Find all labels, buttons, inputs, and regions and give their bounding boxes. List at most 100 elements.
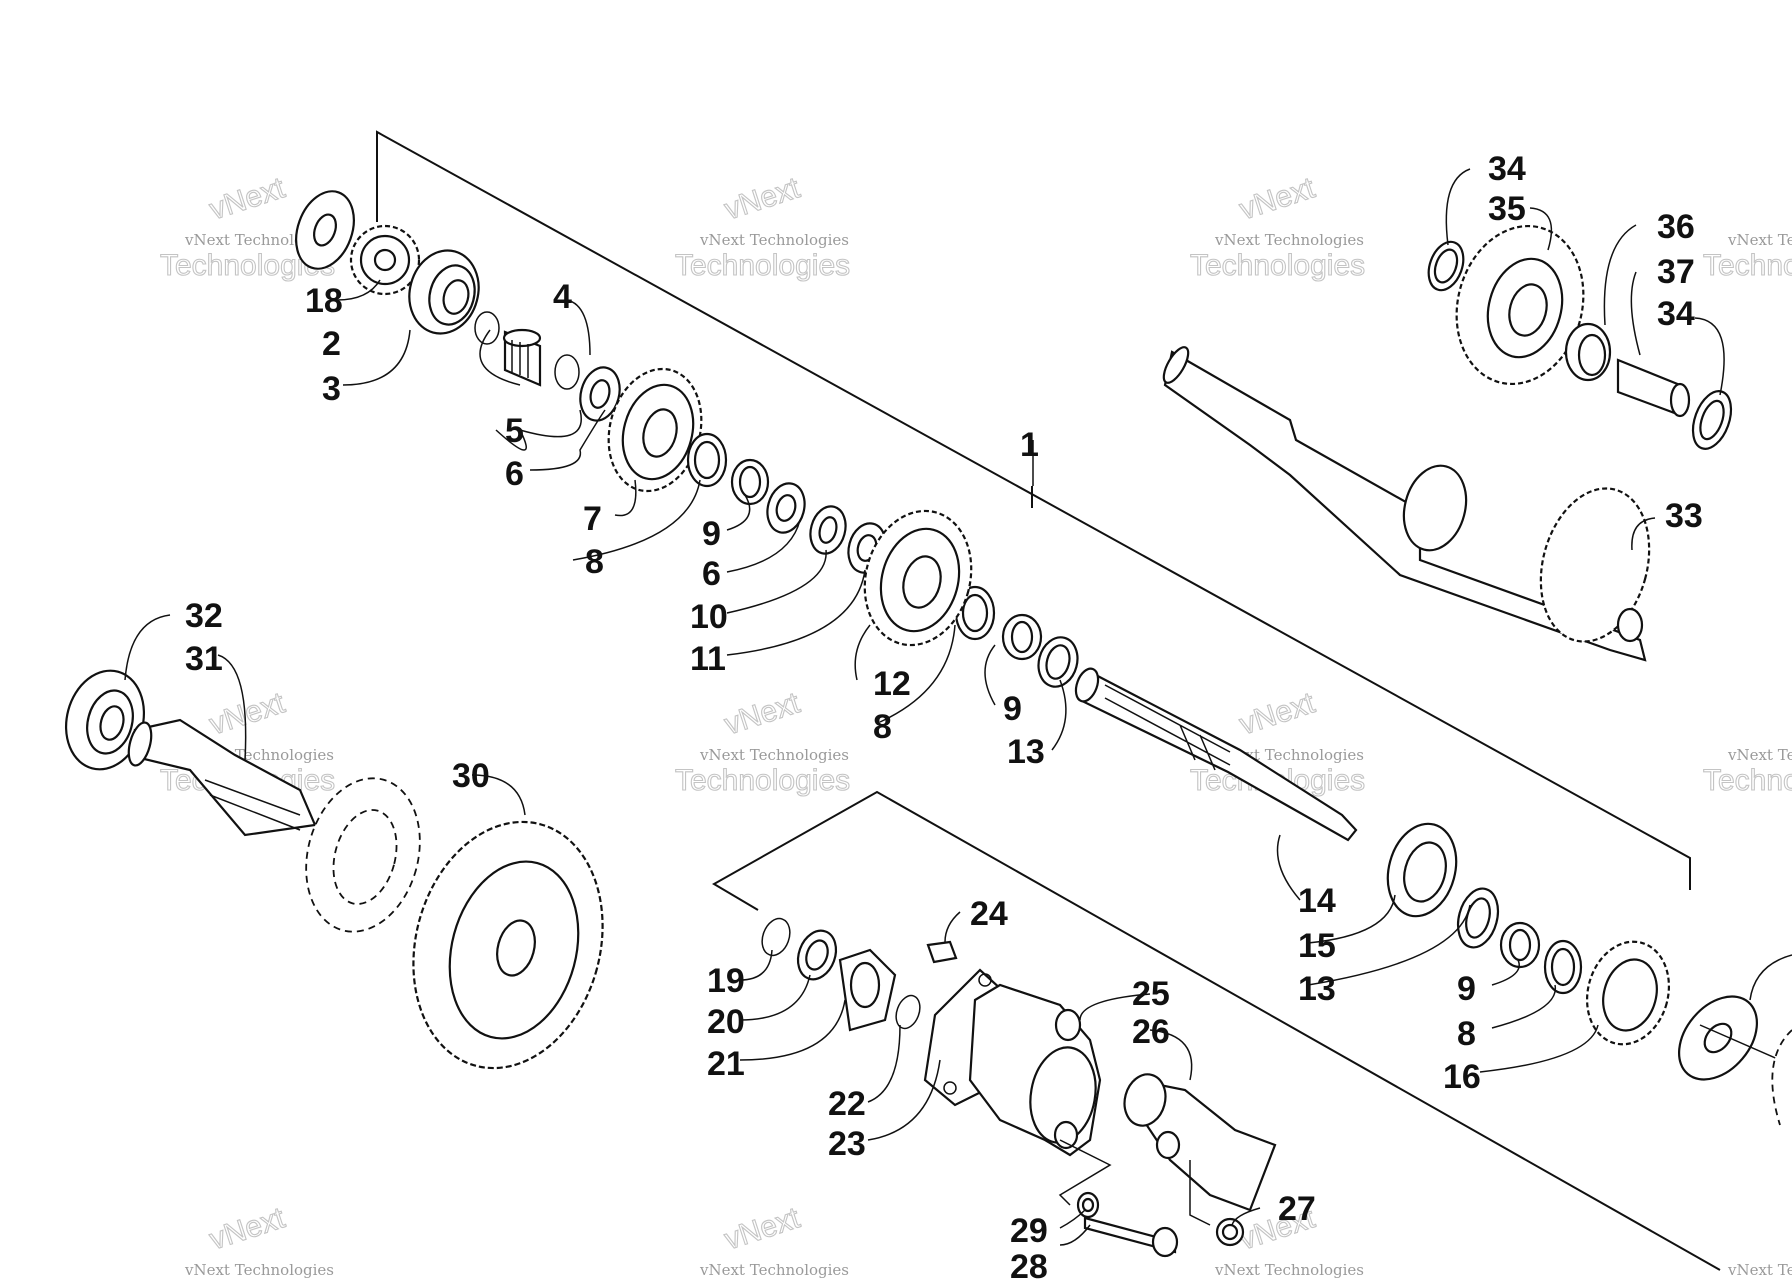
part-27-plug (1215, 1217, 1245, 1247)
watermark-bottom-left: vNext vNext Technologies (184, 1201, 334, 1279)
callout-22: 22 (828, 1085, 866, 1123)
callout-19: 19 (707, 962, 745, 1000)
svg-text:vNext: vNext (206, 1201, 290, 1256)
svg-text:Technologies: Technologies (1703, 764, 1792, 797)
part-8-needle-bearing (686, 432, 1583, 995)
callout-34-lower: 34 (1657, 295, 1695, 333)
svg-text:vNext: vNext (1236, 171, 1320, 226)
watermark-top-center: Technologies vNext vNext Technologies (674, 171, 850, 283)
callout-1: 1 (1020, 426, 1039, 464)
part-33-countershaft (1162, 346, 1651, 662)
watermark-edge-top: Technologies vNext Technologies (1702, 231, 1792, 283)
part-13-washer (1037, 636, 1500, 949)
callout-2: 2 (322, 325, 341, 363)
part-5-needle-bearing (502, 328, 542, 387)
callout-14: 14 (1298, 882, 1336, 920)
svg-text:vNext Technologies: vNext Technologies (699, 231, 849, 249)
part-35-gear (1455, 224, 1585, 386)
callout-12: 12 (873, 665, 911, 703)
callout-32: 32 (185, 597, 223, 635)
callout-8-upper: 8 (585, 543, 604, 581)
part-31-output-shaft (127, 718, 317, 837)
callout-9-upper: 9 (702, 515, 721, 553)
part-16-gear (1585, 940, 1671, 1046)
callout-18: 18 (305, 282, 343, 320)
part-18-washer (295, 190, 355, 270)
part-20-washer (796, 929, 838, 981)
part-6-spline-washer (579, 366, 806, 534)
part-36-bushing (1564, 322, 1612, 382)
callout-23: 23 (828, 1125, 866, 1163)
part-21-collar (838, 948, 897, 1032)
watermark-edge-mid: Technologies vNext Technologies (1702, 746, 1792, 798)
svg-text:vNext: vNext (721, 1201, 805, 1256)
svg-text:Technologies: Technologies (1190, 249, 1365, 282)
callout-16: 16 (1443, 1058, 1481, 1096)
callout-8-middle: 8 (873, 708, 892, 746)
leader-lines (124, 168, 1792, 1246)
watermark-edge-bottom: vNext Technologies (1727, 1261, 1792, 1279)
svg-text:vNext Technologies: vNext Technologies (1727, 231, 1792, 249)
part-12-gear (863, 509, 973, 647)
svg-text:vNext: vNext (1236, 686, 1320, 741)
part-31-bearing-dashed (305, 777, 421, 933)
svg-text:Technologies: Technologies (675, 249, 850, 282)
callout-9-lower: 9 (1457, 970, 1476, 1008)
svg-text:vNext Technologies: vNext Technologies (699, 746, 849, 764)
part-14-splined-shaft (1074, 667, 1358, 842)
svg-text:Technologies: Technologies (675, 764, 850, 797)
svg-text:Technologies: Technologies (1703, 249, 1792, 282)
watermark-top-right: Technologies vNext vNext Technologies (1189, 171, 1365, 283)
callout-13-upper: 13 (1007, 733, 1045, 771)
callout-24: 24 (970, 895, 1008, 933)
part-26-shift-shaft (1123, 1073, 1277, 1212)
part-37-spacer (1616, 358, 1691, 418)
part-30-large-gear (412, 820, 604, 1070)
svg-text:vNext: vNext (206, 686, 290, 741)
part-10-spline-washer (809, 505, 847, 555)
part-15-hub (1386, 822, 1458, 918)
part-24-pin (926, 940, 958, 964)
callout-6-upper: 6 (505, 455, 524, 493)
assembly-bracket-lower (712, 790, 1721, 1271)
callout-9-middle: 9 (1003, 690, 1022, 728)
part-25-shift-housing (968, 983, 1102, 1157)
svg-text:vNext: vNext (721, 171, 805, 226)
svg-text:vNext Technologies: vNext Technologies (1727, 1261, 1792, 1279)
svg-text:vNext Technologies: vNext Technologies (699, 1261, 849, 1279)
callout-28: 28 (1010, 1248, 1048, 1280)
watermark-bottom-center: vNext vNext Technologies (699, 1201, 849, 1279)
svg-text:vNext: vNext (206, 171, 290, 226)
callout-21: 21 (707, 1045, 745, 1083)
part-32-bearing (64, 669, 146, 771)
part-17-washer-edge (1677, 995, 1792, 1126)
svg-text:vNext Technologies: vNext Technologies (1727, 746, 1792, 764)
callout-30: 30 (452, 757, 490, 795)
svg-text:vNext Technologies: vNext Technologies (1214, 1261, 1364, 1279)
callout-33: 33 (1665, 497, 1703, 535)
callout-11: 11 (690, 640, 726, 678)
callout-10: 10 (690, 598, 728, 636)
part-22-circlip (895, 994, 921, 1030)
watermark-mid-center: Technologies vNext vNext Technologies (674, 686, 850, 798)
part-9-bushing (730, 458, 1541, 969)
part-3-hub (408, 249, 480, 335)
callout-25: 25 (1132, 975, 1170, 1013)
callout-31: 31 (185, 640, 223, 678)
callout-7: 7 (583, 500, 602, 538)
callout-8-lower: 8 (1457, 1015, 1476, 1053)
callout-36: 36 (1657, 208, 1695, 246)
callout-4: 4 (553, 278, 572, 316)
svg-text:vNext Technologies: vNext Technologies (1214, 231, 1364, 249)
svg-text:vNext Technologies: vNext Technologies (184, 1261, 334, 1279)
part-34-washer (1427, 240, 1733, 450)
part-7-gear (607, 367, 703, 493)
part-2-gear-small (349, 224, 421, 296)
callout-6-lower: 6 (702, 555, 721, 593)
callout-13-lower: 13 (1298, 970, 1336, 1008)
callout-5: 5 (505, 412, 524, 450)
assembly-bracket-main (376, 130, 1691, 890)
part-28-bolt (1083, 1216, 1179, 1258)
callout-labels: 1 2 3 4 5 6 6 7 8 8 8 9 9 9 10 11 12 13 … (185, 150, 1703, 1280)
